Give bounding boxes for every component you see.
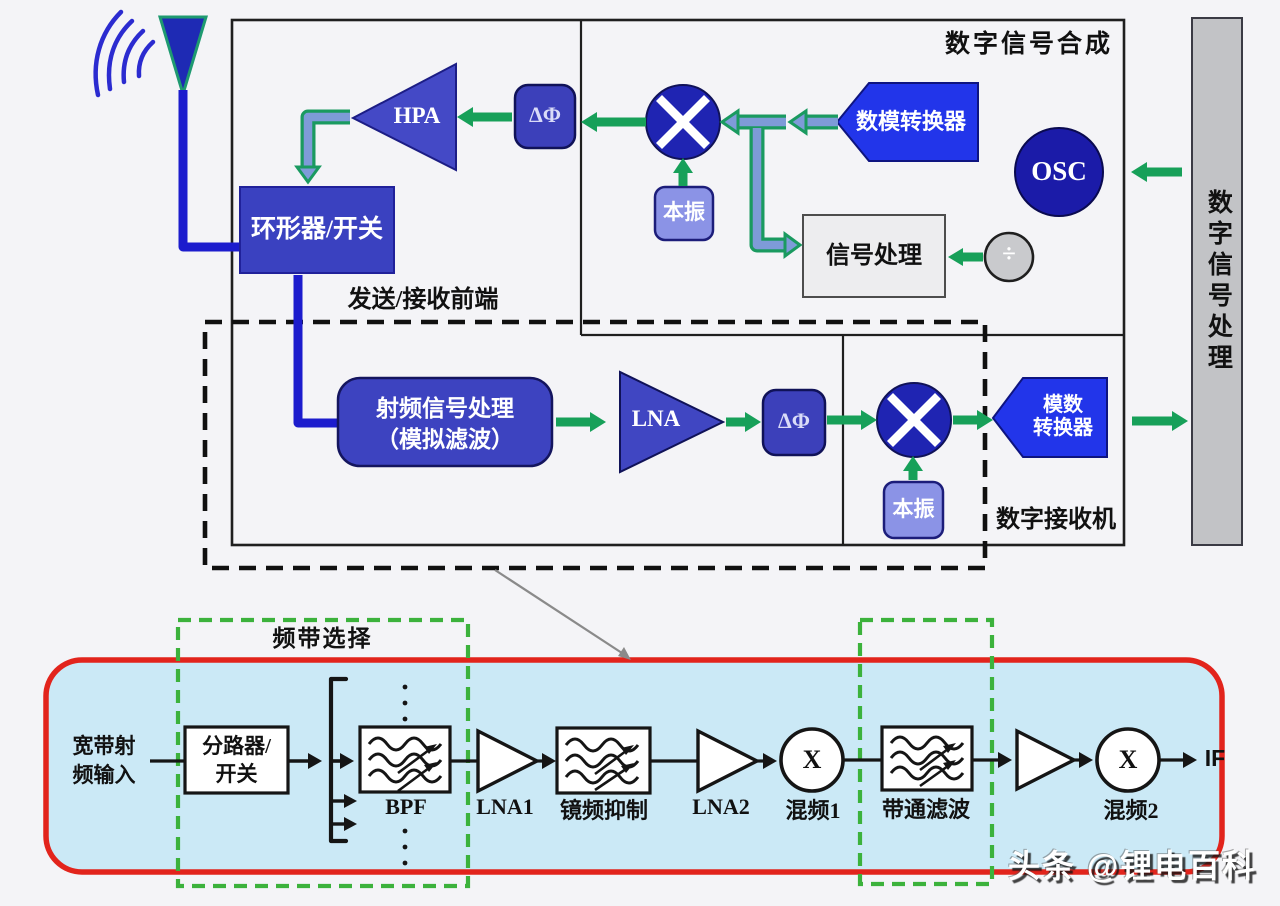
mixer2-x-symbol: X [1118, 745, 1138, 774]
signal-processing-label: 信号处理 [826, 243, 922, 269]
adc-line2: 转换器 [1033, 417, 1093, 439]
dsp-bar [1191, 17, 1243, 546]
image-reject-label: 镜频抑制 [559, 798, 648, 823]
rf-processing-line1: 射频信号处理 [376, 396, 514, 421]
outer-box [230, 18, 1126, 547]
bandpass-dashed-box [857, 617, 995, 887]
dac-block [835, 82, 979, 162]
rf-input-line1: 宽带射 [72, 734, 136, 758]
if-output-label: IF [1204, 745, 1226, 771]
lna-label: LNA [631, 406, 681, 431]
rf-processing-line2: （模拟滤波） [376, 427, 514, 452]
circulator-to-rfproc-line [293, 275, 338, 428]
dsp-bar-label: 数字信号处理 [1204, 188, 1232, 375]
splitter-line1: 分路器/ [202, 734, 271, 758]
adc-line1: 模数 [1043, 394, 1083, 416]
channel-dots [402, 684, 408, 866]
splitter-line2: 开关 [215, 762, 258, 786]
phase-shifter-1-label: ΔΦ [528, 102, 562, 127]
zoom-leader-line [494, 569, 631, 660]
watermark: 头条 @锂电百科 [1008, 848, 1257, 884]
hpa-amplifier [350, 62, 457, 172]
divider-block [983, 231, 1035, 283]
mixer1-x-symbol: X [802, 745, 822, 774]
rx-mixer-icon [876, 382, 952, 458]
dac-label: 数模转换器 [855, 109, 966, 134]
tx-mixer-icon [645, 84, 721, 160]
frontend-dashed-box [202, 319, 988, 571]
bandpass-label: 带通滤波 [881, 797, 970, 822]
lo2-label: 本振 [892, 497, 935, 521]
rf-processing-label: 射频信号处理 （模拟滤波） [338, 393, 552, 455]
phase-shifter-2-label: ΔΦ [777, 408, 811, 433]
green-arrows [457, 107, 1188, 480]
rf-input-line2: 频输入 [72, 763, 136, 787]
lna2-label: LNA2 [692, 794, 750, 819]
circulator-block [239, 186, 395, 274]
antenna-icon [93, 9, 240, 252]
splitter-label: 分路器/ 开关 [185, 732, 288, 788]
hpa-label: HPA [393, 103, 441, 128]
receiver-section-label: 数字接收机 [996, 507, 1116, 533]
signal-processing-block [802, 214, 946, 298]
adc-block [991, 377, 1108, 458]
osc-label: OSC [1031, 156, 1087, 186]
filter-strike-arrows [397, 743, 956, 793]
divider-symbol: ÷ [1002, 241, 1016, 268]
lo2-block [882, 480, 945, 540]
circulator-label: 环形器/开关 [251, 216, 383, 243]
chain-arrowheads [308, 752, 1197, 831]
mixer1-label: 混频1 [785, 798, 841, 823]
bpf-label: BPF [385, 794, 427, 819]
rf-processing-block [336, 376, 554, 468]
frontend-section-label: 发送/接收前端 [347, 287, 499, 313]
synthesis-section-label: 数字信号合成 [945, 31, 1114, 58]
band-select-dashed-box [175, 617, 471, 889]
mixer2-label: 混频2 [1103, 798, 1159, 823]
lo1-block [653, 185, 715, 242]
adc-label: 模数 转换器 [1016, 394, 1110, 440]
lna-amplifier [619, 370, 726, 474]
phase-shifter-1-block [513, 83, 577, 150]
osc-block [1014, 127, 1104, 217]
steel-arrows [294, 108, 838, 259]
rf-input-label: 宽带射 频输入 [58, 732, 150, 790]
lna1-label: LNA1 [476, 794, 534, 819]
phase-shifter-2-block [761, 388, 827, 457]
band-select-label: 频带选择 [272, 626, 373, 651]
lo1-label: 本振 [663, 200, 705, 224]
